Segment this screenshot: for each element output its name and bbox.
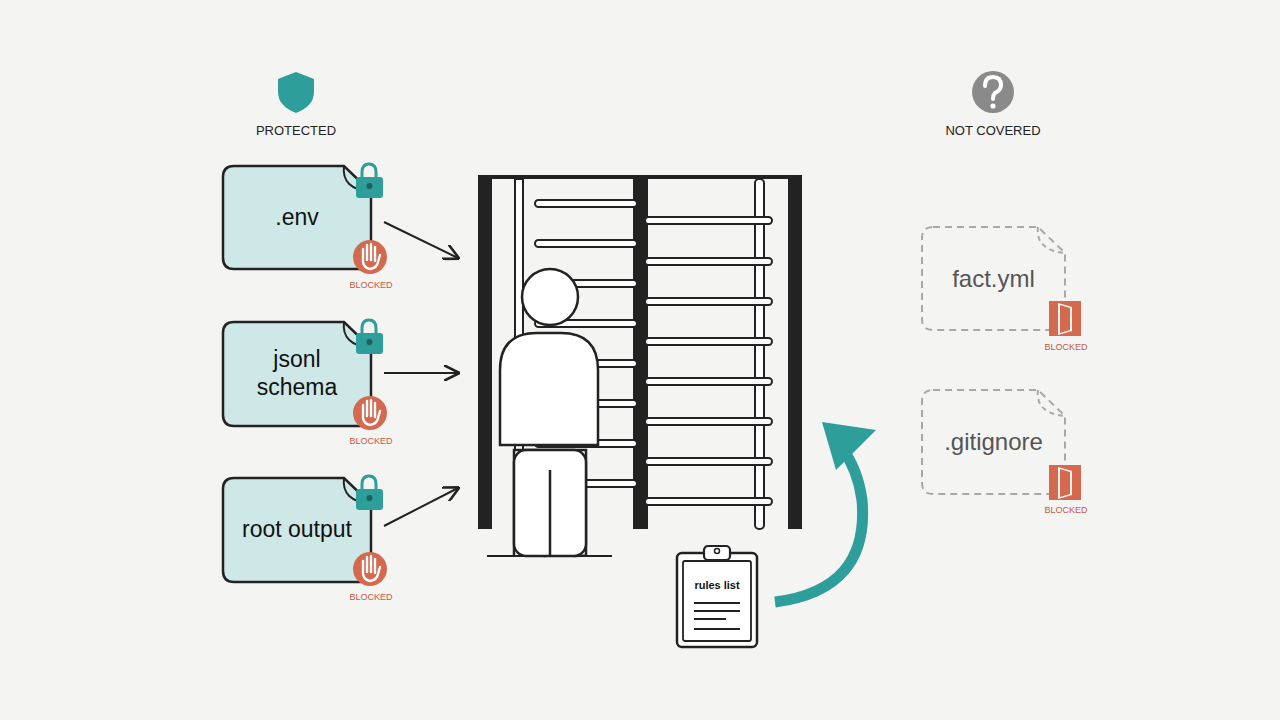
protected-file-box: jsonl schema	[222, 321, 372, 427]
leader-arrows	[384, 222, 458, 526]
curved-arrow	[775, 422, 876, 602]
node-text-group: rules list	[682, 580, 752, 593]
node-text-group: .env	[242, 204, 352, 232]
lock-icons	[356, 164, 383, 510]
node-label: jsonl schema	[242, 346, 352, 401]
person-figure	[500, 269, 598, 556]
blocked-hand-icons	[353, 240, 387, 586]
rules-clipboard: rules list	[676, 545, 758, 648]
uncovered-file-box: fact.yml	[921, 226, 1066, 331]
blocked-badge: BLOCKED	[349, 592, 392, 602]
node-label: root output	[242, 516, 352, 544]
node-label: .env	[242, 204, 352, 232]
shield-icon	[278, 72, 314, 113]
blocked-badge: BLOCKED	[349, 280, 392, 290]
protected-file-box: root output	[222, 477, 372, 583]
question-icon	[972, 71, 1014, 113]
node-label: .gitignore	[924, 428, 1064, 457]
blocked-badge: BLOCKED	[1044, 505, 1087, 515]
node-text-group: root output	[242, 516, 352, 544]
lock-keyholes	[367, 183, 373, 501]
node-text-group: fact.yml	[924, 264, 1064, 293]
uncovered-file-box: .gitignore	[921, 389, 1066, 495]
section-heading: NOT COVERED	[945, 123, 1040, 138]
blocked-badge: BLOCKED	[349, 436, 392, 446]
box-outline	[676, 545, 758, 648]
turnstile-gate	[478, 175, 802, 556]
door-icons	[1049, 301, 1081, 500]
node-label: fact.yml	[924, 264, 1064, 293]
protected-file-box: .env	[222, 165, 372, 270]
node-label: rules list	[682, 580, 752, 593]
blocked-badge: BLOCKED	[1044, 342, 1087, 352]
section-heading: PROTECTED	[256, 123, 336, 138]
node-text-group: .gitignore	[924, 428, 1064, 457]
node-text-group: jsonl schema	[242, 346, 352, 401]
